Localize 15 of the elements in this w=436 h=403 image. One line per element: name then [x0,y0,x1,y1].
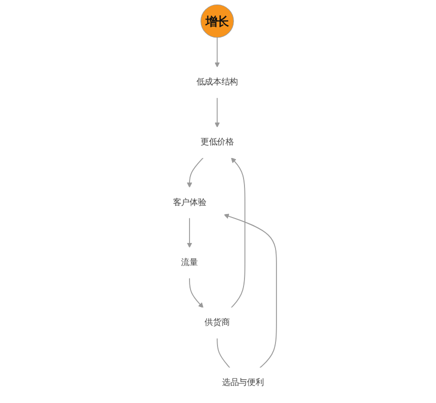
node-text: 供货商 [204,318,230,328]
node-text: 低成本结构 [196,77,238,87]
arrow [230,158,246,308]
arrow [186,217,192,248]
connector [216,338,230,368]
arrow [224,214,277,368]
arrow [214,97,220,128]
node-text: 更低价格 [200,138,234,148]
node-text: 选品与便利 [222,378,264,388]
arrow [188,278,204,308]
arrow [186,157,204,188]
node-text: 流量 [180,258,198,268]
node-text: 客户体验 [172,198,206,208]
node-circle: 增长 [200,4,234,38]
arrow [214,37,220,68]
